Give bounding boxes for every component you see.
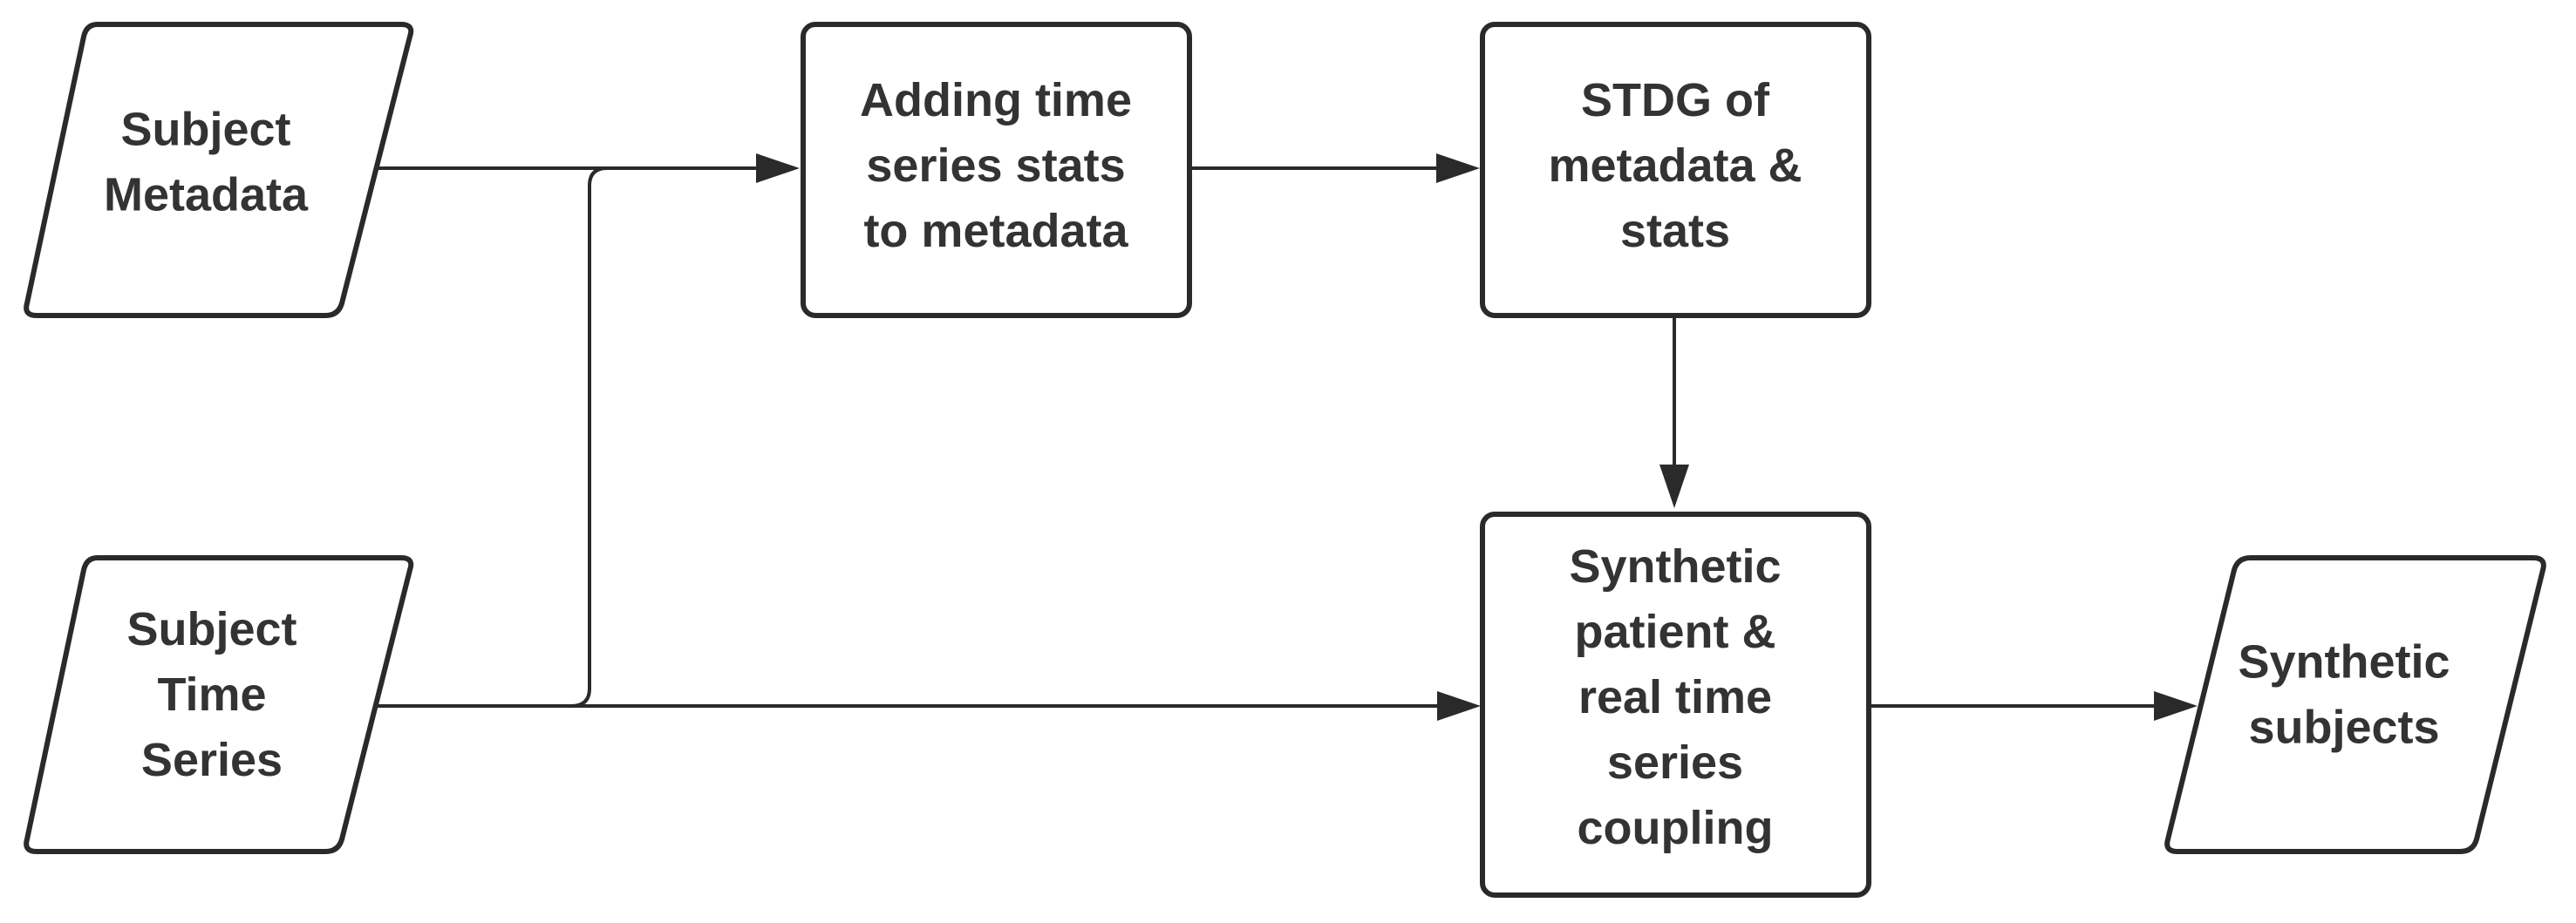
node-coupling: Synthetic patient & real time series couplin… [1480,512,1871,898]
rounded-rectangle-shape [801,22,1192,318]
node-stdg: STDG of metadata & stats [1480,22,1871,318]
node-label-adding-stats: Adding time series stats to metadata [860,74,1132,257]
label-line: Metadata [104,169,309,221]
label-line: stats [1620,205,1730,257]
label-line: series stats [866,139,1125,192]
arrowhead-coupling-top [1659,465,1689,508]
parallelogram-shape [2164,555,2546,854]
label-line: Series [141,734,283,786]
label-line: Synthetic [2238,636,2450,689]
node-label-stdg: STDG of metadata & stats [1548,74,1802,257]
label-line: Subject [120,104,290,156]
label-line: STDG of [1581,74,1770,126]
parallelogram-shape [24,22,414,318]
edges [378,153,2198,721]
label-line: Synthetic [1569,540,1781,593]
rounded-rectangle-shape [1480,512,1871,898]
label-line: to metadata [863,205,1128,257]
arrowhead-coupling-left [1437,691,1481,721]
label-line: series [1607,736,1743,789]
node-label-coupling: Synthetic patient & real time series couplin… [1569,540,1781,854]
node-synthetic-subjects: Synthetic subjects [2164,555,2546,854]
label-line: subjects [2248,702,2439,754]
node-adding-stats: Adding time series stats to metadata [801,22,1192,318]
label-line: Adding time [860,74,1132,126]
arrowhead-subjects-left [2154,691,2198,721]
label-line: Time [157,668,266,721]
label-line: Subject [126,603,296,655]
parallelogram-shape [24,555,414,854]
rounded-rectangle-shape [1480,22,1871,318]
label-line: patient & [1574,606,1775,658]
node-label-synthetic-subjects: Synthetic subjects [2238,636,2450,754]
label-line: coupling [1578,802,1774,854]
label-line: real time [1578,671,1772,723]
label-line: metadata & [1548,139,1802,192]
arrowhead-stdg-left [1436,153,1480,183]
edge-timeseries-branch-to-adding [570,166,608,708]
arrowhead-adding-left [756,153,800,183]
